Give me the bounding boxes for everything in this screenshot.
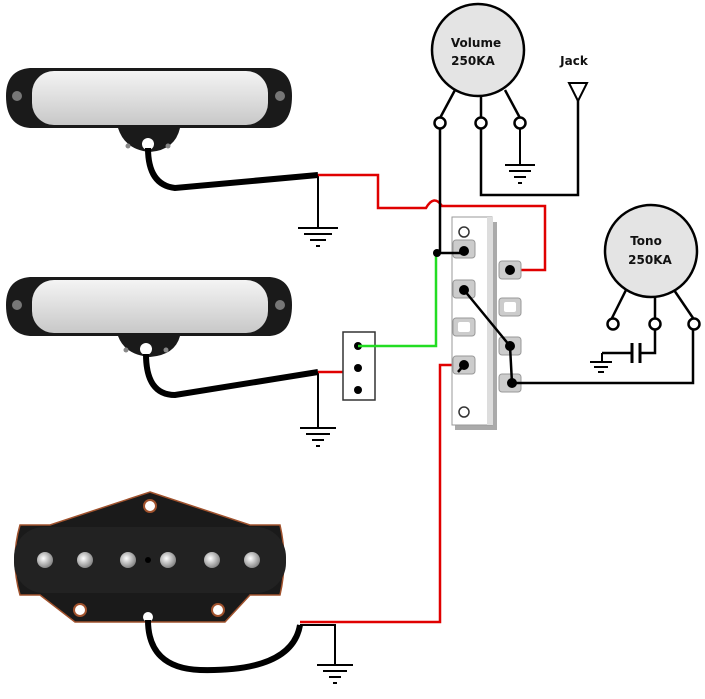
jack-icon: [567, 82, 589, 104]
ground-icons: [298, 125, 612, 684]
middle-pickup: [6, 277, 292, 357]
screw-icon: [211, 603, 225, 617]
screw-icon: [12, 91, 22, 101]
selector-switch[interactable]: [451, 216, 522, 430]
jack: Jack: [559, 54, 589, 104]
screw-icon: [12, 300, 22, 310]
volume-pot-name: Volume: [451, 36, 501, 50]
bridge-pickup-cable: [145, 619, 303, 674]
tone-pot-value: 250KA: [628, 253, 672, 267]
neck-pickup: [6, 68, 292, 152]
jack-label: Jack: [559, 54, 589, 68]
volume-pot-value: 250KA: [451, 54, 495, 68]
neck-pickup-cable: [145, 147, 319, 192]
screw-icon: [143, 499, 157, 513]
screw-icon: [275, 300, 285, 310]
capacitor-icon: [630, 343, 642, 363]
tone-pot-name: Tono: [630, 234, 662, 248]
tone-pot[interactable]: Tono 250KA: [603, 203, 701, 331]
signal-wires: [438, 100, 695, 385]
screw-icon: [275, 91, 285, 101]
solder-joints: [433, 246, 517, 388]
terminal-block: [342, 331, 376, 401]
volume-pot[interactable]: Volume 250KA: [430, 2, 527, 130]
screw-icon: [73, 603, 87, 617]
bridge-pickup: [14, 491, 286, 623]
middle-hot-wire: [358, 253, 438, 348]
middle-pickup-cable: [143, 353, 319, 399]
hot-wires: [300, 173, 547, 624]
